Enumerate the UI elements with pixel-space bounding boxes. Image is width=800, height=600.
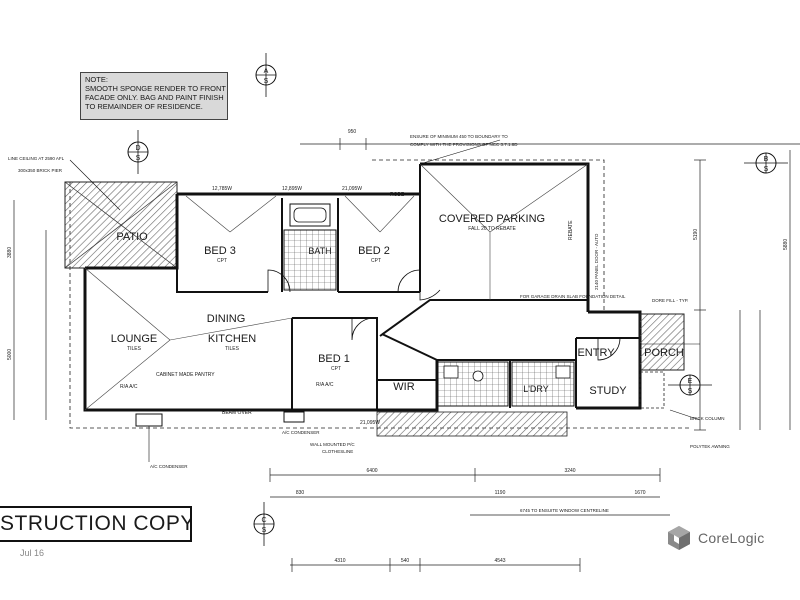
note-box: NOTE: SMOOTH SPONGE RENDER TO FRONT FACA… xyxy=(80,72,228,120)
room-label-wir: WIR xyxy=(393,381,414,393)
dim-5000: 5000 xyxy=(7,349,13,360)
section-marker-b: B xyxy=(764,156,769,163)
construction-copy-stamp: STRUCTION COPY xyxy=(0,506,192,542)
callout-wall-mounted: WALL MOUNTED P/C xyxy=(310,442,355,447)
callout-ac-condenser-2: A/C CONDENSER xyxy=(282,430,320,435)
door-swings xyxy=(267,269,621,361)
dim-6400: 6400 xyxy=(366,468,377,474)
dim-5190: 5190 xyxy=(693,229,699,240)
top-dimension-line xyxy=(300,138,800,150)
floor-note-rebate: REBATE xyxy=(568,220,574,240)
room-label-bed1: BED 1 xyxy=(318,353,350,365)
dim-12785: 12,785W xyxy=(212,186,232,192)
svg-text:S: S xyxy=(764,166,769,173)
callout-panel-door: 2140 PANEL DOOR - AUTO xyxy=(594,233,599,290)
room-label-lounge: LOUNGE xyxy=(111,333,157,345)
room-label-bed3: BED 3 xyxy=(204,245,236,257)
dim-4310: 4310 xyxy=(334,558,345,564)
floor-note-fall: FALL 20 TO REBATE xyxy=(468,226,516,232)
section-marker-a: A xyxy=(264,68,269,75)
floor-note-robe: ROBE xyxy=(390,192,405,198)
dim-540: 540 xyxy=(401,558,410,564)
dim-830: 830 xyxy=(296,490,305,496)
ac-condenser-unit xyxy=(135,413,163,427)
room-label-dining: DINING xyxy=(207,313,246,325)
room-label-porch: PORCH xyxy=(644,347,684,359)
floor-note-cpt-bed1: CPT xyxy=(331,366,341,372)
section-marker-d: D xyxy=(135,145,140,152)
svg-text:S: S xyxy=(264,78,269,85)
dim-950: 950 xyxy=(348,129,357,135)
floor-note-ra-ac-bed1: R/A A/C xyxy=(316,382,334,388)
porch-hatch xyxy=(639,313,685,371)
dim-21095: 21,095W xyxy=(342,186,362,192)
floor-note-cpt-bed2: CPT xyxy=(371,258,381,264)
callout-dore-fill: DORE FILL - TYP. xyxy=(652,298,688,303)
floor-note-beam: BEAM OVER xyxy=(222,410,252,416)
svg-text:S: S xyxy=(688,388,693,395)
svg-text:S: S xyxy=(136,155,141,162)
dim-21095-bottom: 21,095W xyxy=(360,420,380,426)
callout-ensure: ENSURE OF MINIMUM 450 TO BOUNDARY TO xyxy=(410,134,508,139)
room-label-study: STUDY xyxy=(589,385,627,397)
dim-1190: 1190 xyxy=(495,490,506,496)
room-label-bath: BATH xyxy=(308,246,331,256)
floor-note-pantry: CABINET MADE PANTRY xyxy=(156,372,215,378)
section-markers: A S D S B S E S C S xyxy=(127,53,788,546)
callout-ac-condenser: A/C CONDENSER xyxy=(150,464,188,469)
room-label-bed2: BED 2 xyxy=(358,245,390,257)
dim-3240: 3240 xyxy=(564,468,575,474)
room-label-entry: ENTRY xyxy=(577,347,615,359)
dim-3880: 3880 xyxy=(7,247,13,258)
floor-note-tiles-kitchen: TILES xyxy=(225,346,240,352)
bottom-dimension-lines xyxy=(269,468,670,572)
room-label-patio: PATIO xyxy=(116,231,148,243)
date-label: Jul 16 xyxy=(20,548,45,558)
room-label-ldry: L'DRY xyxy=(523,384,549,394)
section-marker-e: E xyxy=(688,378,693,385)
corelogic-logo: CoreLogic xyxy=(666,524,765,552)
ac-condenser-unit-2 xyxy=(283,411,305,423)
dim-12895: 12,895W xyxy=(282,186,302,192)
room-label-covered-parking: COVERED PARKING xyxy=(439,213,545,225)
bath-tiles xyxy=(283,229,337,291)
note-line-1: NOTE: xyxy=(85,75,108,84)
callout-garage-drain: FOR GARAGE DRAIN SLAB FOUNDATION DETAIL xyxy=(520,294,626,299)
corelogic-logo-icon xyxy=(668,526,690,550)
right-dimension-lines xyxy=(13,150,791,431)
roof-hip-lines xyxy=(84,163,589,411)
room-label-kitchen: KITCHEN xyxy=(208,333,256,345)
dim-5880: 5880 xyxy=(783,239,789,250)
note-line-3: FACADE ONLY. BAG AND PAINT FINISH xyxy=(85,93,224,102)
corelogic-logo-text: CoreLogic xyxy=(698,530,765,546)
section-marker-c: C xyxy=(261,517,266,524)
callout-brick-column: BRICK COLUMN xyxy=(690,416,725,421)
svg-text:S: S xyxy=(262,527,267,534)
floor-note-ra-ac-lounge: R/A A/C xyxy=(120,384,138,390)
floor-note-tiles-lounge: TILES xyxy=(127,346,142,352)
dim-1670: 1670 xyxy=(634,490,645,496)
callout-comply: COMPLY WITH THE PROVISIONS OF NCC 3.7.1.… xyxy=(410,142,518,147)
callout-clothesline: CLOTHESLINE xyxy=(322,449,353,454)
callout-brick-pier: 300x350 BRICK PIER xyxy=(18,168,63,173)
note-line-2: SMOOTH SPONGE RENDER TO FRONT xyxy=(85,84,226,93)
path-hatch xyxy=(376,411,568,437)
note-line-4: TO REMAINDER OF RESIDENCE. xyxy=(85,102,203,111)
dim-4543: 4543 xyxy=(494,558,505,564)
callout-polytek: POLYTEK AWNING xyxy=(690,444,730,449)
callout-to-ensuite: 6745 TO ENSUITE WINDOW CENTRELINE xyxy=(520,508,609,513)
floor-note-cpt-bed3: CPT xyxy=(217,258,227,264)
callout-line-ceiling: LINE CEILING AT 2590 AFL xyxy=(8,156,65,161)
